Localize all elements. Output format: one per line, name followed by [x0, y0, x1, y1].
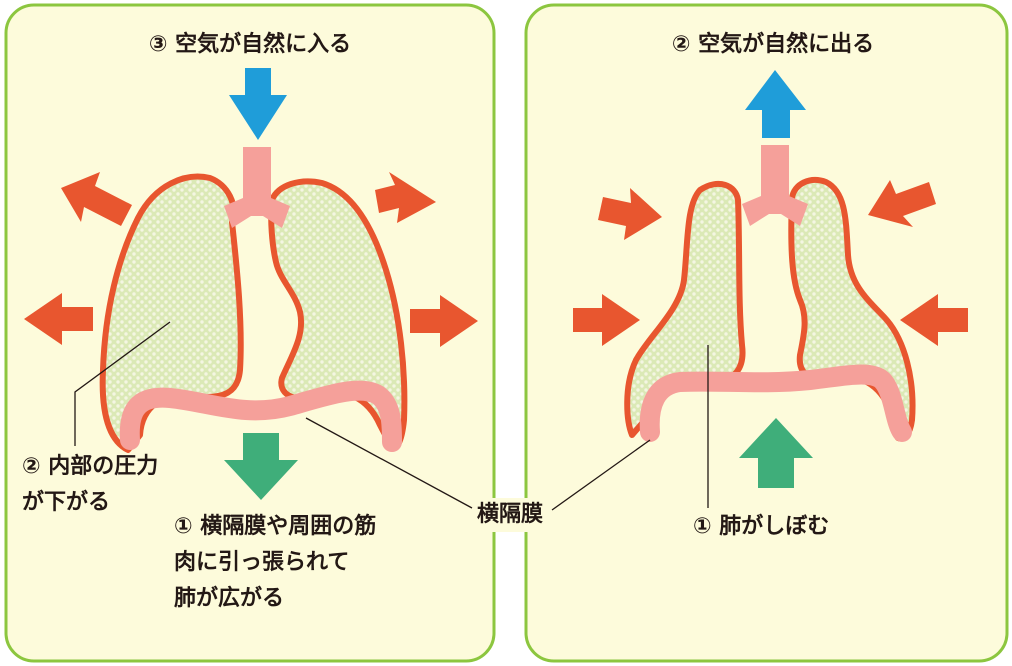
air-out-label: ② 空気が自然に出る — [672, 28, 874, 62]
air-in-label: ③ 空気が自然に入る — [149, 28, 351, 62]
pressure-drop-label: ② 内部の圧力 が下がる — [22, 449, 158, 521]
lung-deflate-label: ① 肺がしぼむ — [693, 510, 829, 544]
muscle-expansion-label: ① 横隔膜や周囲の筋 肉に引っ張られて 肺が広がる — [174, 509, 376, 617]
diaphragm-label: 横隔膜 — [475, 498, 545, 532]
exhale-panel — [526, 5, 1007, 661]
